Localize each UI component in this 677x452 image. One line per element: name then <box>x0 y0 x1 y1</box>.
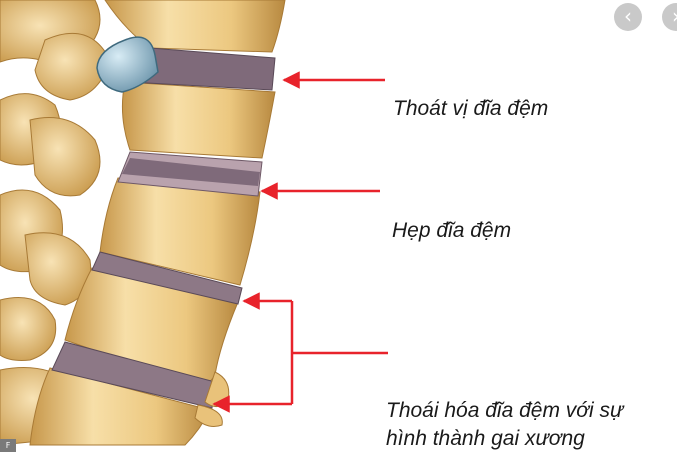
vertebral-bodies <box>29 0 286 446</box>
label-degeneration-line1: Thoái hóa đĩa đệm với sự <box>386 399 624 422</box>
label-herniated-disc: Thoát vị đĩa đệm <box>393 97 549 120</box>
watermark-badge: F <box>0 439 16 452</box>
prev-button[interactable]: ‹ <box>614 3 642 31</box>
disc-degenerated <box>91 251 243 305</box>
chevron-right-icon: › <box>672 4 677 28</box>
pointer-arrows <box>212 71 388 413</box>
next-button[interactable]: › <box>662 3 677 31</box>
disc-herniation <box>96 36 159 93</box>
label-narrowed-disc: Hẹp đĩa đệm <box>392 219 512 242</box>
label-degeneration-line2: hình thành gai xương <box>386 427 585 450</box>
chevron-left-icon: ‹ <box>624 4 632 28</box>
intervertebral-discs <box>51 47 276 409</box>
